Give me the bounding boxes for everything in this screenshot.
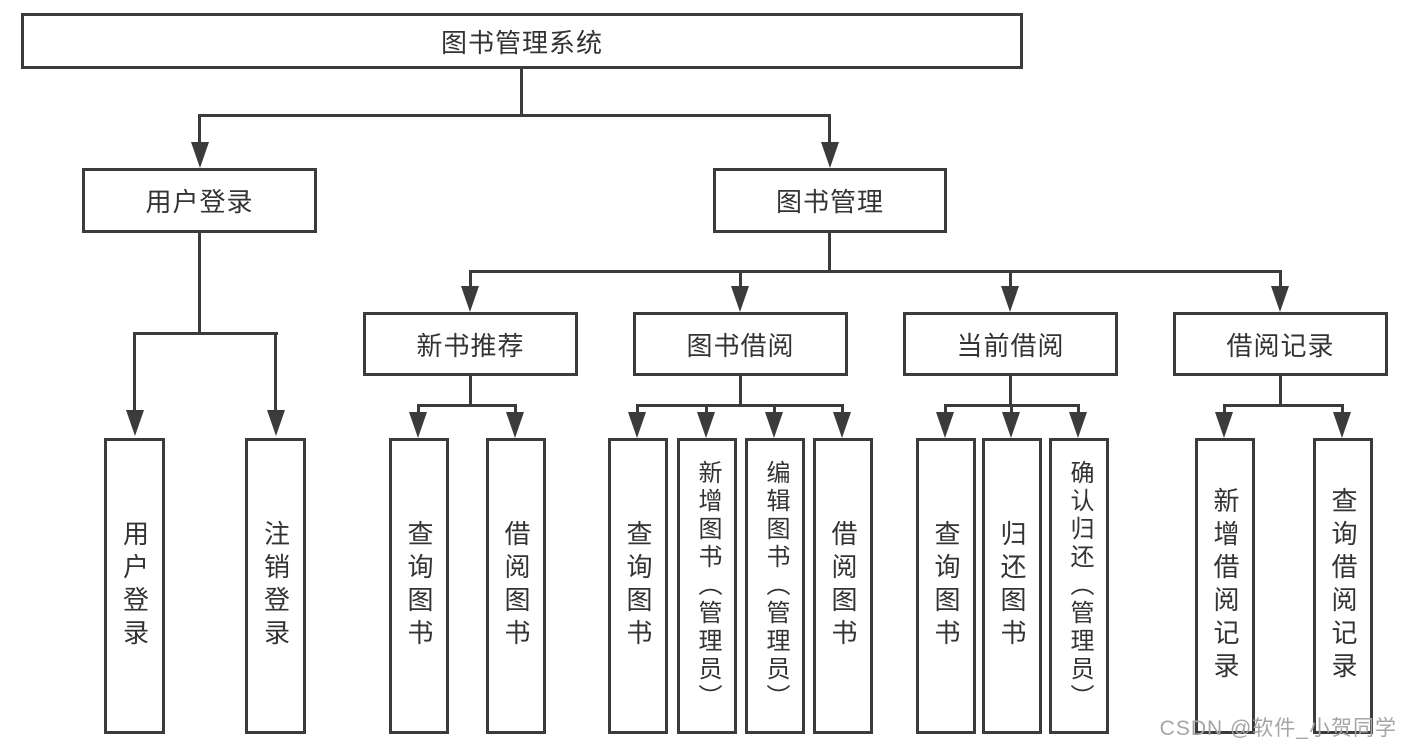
connector-line — [636, 404, 844, 407]
connector-line — [199, 114, 831, 117]
connector-line — [469, 376, 472, 407]
connector-line — [417, 404, 517, 407]
node-book-borrowing: 图书借阅 — [633, 312, 848, 376]
connector-line — [469, 270, 472, 288]
arrowhead-down-icon — [1002, 412, 1020, 438]
connector-line — [133, 332, 136, 412]
connector-line — [1223, 404, 1343, 407]
node-current-borrowing: 当前借阅 — [903, 312, 1118, 376]
arrowhead-down-icon — [1069, 412, 1087, 438]
arrowhead-down-icon — [191, 142, 209, 168]
node-label: 图书管理系统 — [440, 27, 603, 58]
node-label: 用户登录 — [145, 187, 254, 217]
connector-line — [828, 233, 831, 273]
leaf-label: 查询图书 — [931, 520, 961, 652]
node-label: 当前借阅 — [956, 330, 1065, 361]
leaf-return-books: 归还图书 — [982, 438, 1042, 734]
connector-line — [514, 404, 517, 414]
leaf-query-books-borrowing: 查询图书 — [608, 438, 668, 734]
leaf-add-book-admin: 新增图书（管理员） — [677, 438, 737, 734]
leaf-label: 查询图书 — [623, 520, 653, 652]
leaf-label: 查询借阅记录 — [1328, 487, 1358, 685]
connector-line — [469, 270, 1282, 273]
leaf-label: 新增图书（管理员） — [694, 460, 721, 712]
leaf-label: 确认归还（管理员） — [1066, 460, 1093, 712]
connector-line — [1009, 270, 1012, 288]
node-label: 新书推荐 — [416, 330, 525, 361]
arrowhead-down-icon — [697, 412, 715, 438]
connector-line — [1279, 376, 1282, 407]
arrowhead-down-icon — [731, 286, 749, 312]
leaf-label: 用户登录 — [119, 520, 150, 652]
connector-line — [1010, 404, 1013, 414]
csdn-watermark: CSDN @软件_小贺同学 — [1159, 717, 1397, 740]
arrowhead-down-icon — [409, 412, 427, 438]
connector-line — [520, 69, 523, 117]
leaf-query-books-recommend: 查询图书 — [389, 438, 449, 734]
node-label: 图书借阅 — [686, 330, 795, 361]
arrowhead-down-icon — [1333, 412, 1351, 438]
leaf-confirm-return-admin: 确认归还（管理员） — [1049, 438, 1109, 734]
connector-line — [828, 114, 831, 148]
arrowhead-down-icon — [461, 286, 479, 312]
arrowhead-down-icon — [833, 412, 851, 438]
leaf-query-books-current: 查询图书 — [916, 438, 976, 734]
leaf-user-login: 用户登录 — [104, 438, 165, 734]
connector-line — [739, 376, 742, 407]
connector-line — [944, 404, 947, 414]
leaf-label: 借阅图书 — [828, 520, 858, 652]
leaf-borrow-books-borrowing: 借阅图书 — [813, 438, 873, 734]
arrowhead-down-icon — [506, 412, 524, 438]
arrowhead-down-icon — [765, 412, 783, 438]
connector-line — [1341, 404, 1344, 414]
connector-line — [198, 114, 201, 148]
connector-line — [133, 332, 278, 335]
connector-line — [705, 404, 708, 414]
connector-line — [198, 233, 201, 335]
leaf-label: 查询图书 — [404, 520, 434, 652]
leaf-label: 归还图书 — [997, 520, 1027, 652]
arrowhead-down-icon — [1001, 286, 1019, 312]
arrowhead-down-icon — [821, 142, 839, 168]
leaf-label: 注销登录 — [260, 520, 291, 652]
connector-line — [773, 404, 776, 414]
node-label: 图书管理 — [775, 187, 884, 217]
arrowhead-down-icon — [1215, 412, 1233, 438]
node-library-management-system: 图书管理系统 — [21, 13, 1023, 69]
node-borrowing-records: 借阅记录 — [1173, 312, 1388, 376]
connector-line — [1077, 404, 1080, 414]
connector-line — [841, 404, 844, 414]
node-new-book-recommend: 新书推荐 — [363, 312, 578, 376]
arrowhead-down-icon — [936, 412, 954, 438]
leaf-borrow-books-recommend: 借阅图书 — [486, 438, 546, 734]
arrowhead-down-icon — [267, 410, 285, 436]
arrowhead-down-icon — [1271, 286, 1289, 312]
leaf-add-borrow-record: 新增借阅记录 — [1195, 438, 1255, 734]
connector-line — [1223, 404, 1226, 414]
arrowhead-down-icon — [628, 412, 646, 438]
leaf-label: 新增借阅记录 — [1210, 487, 1240, 685]
connector-line — [274, 332, 277, 412]
connector-line — [417, 404, 420, 414]
connector-line — [1279, 270, 1282, 288]
leaf-edit-book-admin: 编辑图书（管理员） — [745, 438, 805, 734]
leaf-label: 编辑图书（管理员） — [762, 460, 789, 712]
connector-line — [1009, 376, 1012, 407]
leaf-logout: 注销登录 — [245, 438, 306, 734]
arrowhead-down-icon — [126, 410, 144, 436]
leaf-label: 借阅图书 — [501, 520, 531, 652]
node-book-management: 图书管理 — [713, 168, 947, 233]
leaf-query-borrow-record: 查询借阅记录 — [1313, 438, 1373, 734]
node-label: 借阅记录 — [1226, 330, 1335, 361]
node-user-login: 用户登录 — [82, 168, 317, 233]
connector-line — [636, 404, 639, 414]
connector-line — [739, 270, 742, 288]
